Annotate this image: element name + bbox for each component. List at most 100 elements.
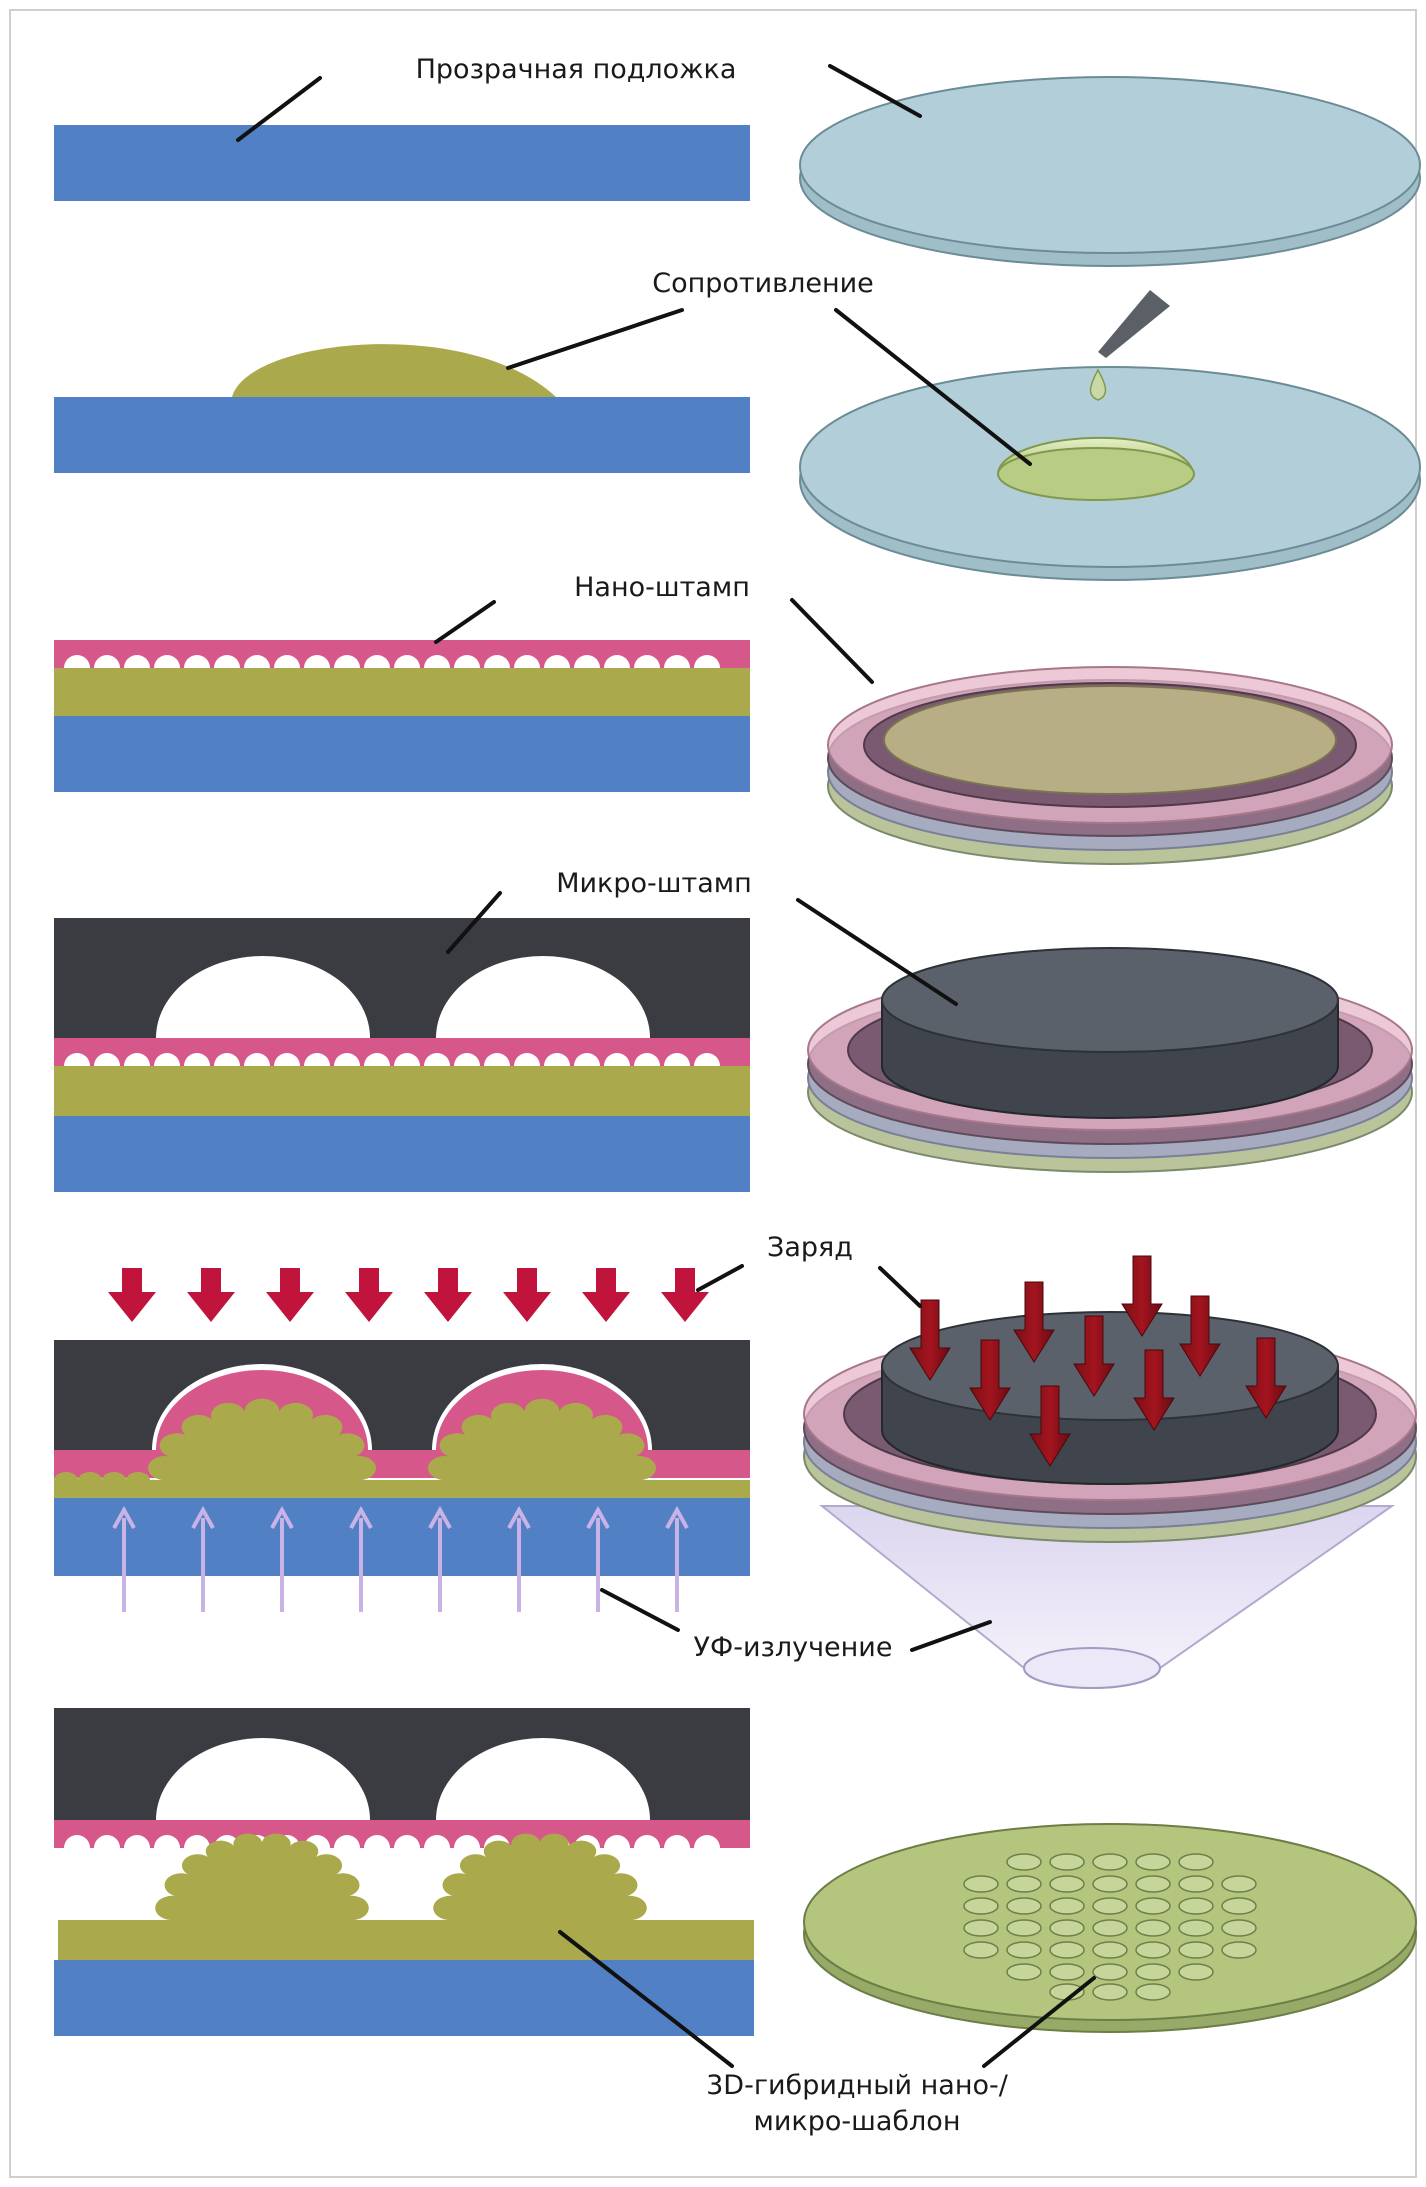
nano-cavity (334, 1053, 360, 1066)
nano-cavity (484, 655, 510, 668)
nano-cavity (364, 1053, 390, 1066)
dimple (1092, 1875, 1128, 1893)
nano-cavity (274, 655, 300, 668)
charge-arrow (424, 1268, 472, 1322)
uv-arrow-head (191, 1505, 215, 1529)
pipette-icon (1089, 290, 1170, 401)
dimple (1049, 1875, 1085, 1893)
dimple (1178, 1919, 1214, 1937)
charge-leader-line (696, 1264, 744, 1292)
nano-stamp-cavities (64, 655, 720, 668)
dimple (1178, 1897, 1214, 1915)
nano-cavity (94, 1053, 120, 1066)
micro-stamp-leader-line (446, 891, 502, 954)
uv-arrow-head (112, 1505, 136, 1529)
nano-cavity (634, 1835, 660, 1848)
nano-cavity (184, 1053, 210, 1066)
nano-cavity (154, 1835, 180, 1848)
dimple (1135, 1853, 1171, 1871)
nano-cavity (604, 1835, 630, 1848)
dimple (1135, 1897, 1171, 1915)
charge-arrows (108, 1268, 709, 1322)
nano-cavity (394, 655, 420, 668)
nano-cavity (304, 655, 330, 668)
nano-cavity (334, 1835, 360, 1848)
nano-cavity (514, 655, 540, 668)
dimple (1049, 1941, 1085, 1959)
uv-arrow-head (586, 1505, 610, 1529)
nano-cavity (694, 655, 720, 668)
dimple (963, 1897, 999, 1915)
nano-cavity (214, 655, 240, 668)
uv-arrow-head (665, 1505, 689, 1529)
label-micro-stamp: Микро-штамп (556, 868, 752, 899)
row-substrate: Прозрачная подложка (54, 54, 1421, 267)
dimple (963, 1919, 999, 1937)
nano-cavity (154, 655, 180, 668)
dimple (1006, 1919, 1042, 1937)
nano-cavity (694, 1835, 720, 1848)
dimple (1049, 1853, 1085, 1871)
figure-frame (9, 9, 1417, 2178)
nano-cavity (214, 1053, 240, 1066)
dimple (1221, 1941, 1257, 1959)
resist-layer-3 (54, 668, 750, 716)
resist-disk (799, 366, 1421, 581)
nano-cavity (364, 1835, 390, 1848)
uv-arrows (112, 1505, 689, 1612)
row-micro-stamp: Микро-штамп (54, 868, 1413, 1192)
label-result-line1: 3D-гибридный нано-/ (706, 2070, 1009, 2101)
micro-stamp-disk (807, 947, 1413, 1173)
dimple (1092, 1919, 1128, 1937)
nano-cavity (634, 655, 660, 668)
dimple (1135, 1875, 1171, 1893)
nano-cavity (424, 1053, 450, 1066)
dimple (1135, 1941, 1171, 1959)
row-charge-uv: Заряд УФ-излучение (54, 1232, 1417, 1689)
uv-arrow-head (428, 1505, 452, 1529)
dimple (1178, 1853, 1214, 1871)
dimple (1221, 1875, 1257, 1893)
nano-cavity (694, 1053, 720, 1066)
nano-cavity (544, 1053, 570, 1066)
uv-exposure-setup (803, 1255, 1417, 1689)
uv-arrow-head (507, 1505, 531, 1529)
nano-cavity (604, 655, 630, 668)
charge-arrow-3d (909, 1299, 951, 1381)
dimple (963, 1875, 999, 1893)
nano-cavity (184, 655, 210, 668)
dimple (1135, 1963, 1171, 1981)
nano-cavity (364, 655, 390, 668)
resist-filled-5 (54, 1398, 750, 1498)
dimple (1221, 1897, 1257, 1915)
nano-cavity (334, 655, 360, 668)
nano-cavity (574, 655, 600, 668)
charge-arrow (503, 1268, 551, 1322)
substrate-disk-leader-line (828, 64, 922, 118)
charge-arrow-3d (1179, 1295, 1221, 1377)
row-result: 3D-гибридный нано-/ микро-шаблон (54, 1708, 1417, 2137)
result-leader-line (558, 1930, 734, 2068)
nano-cavity (454, 655, 480, 668)
nano-cavity (664, 1835, 690, 1848)
charge-arrow-3d (1133, 1349, 1175, 1431)
nano-cavity (484, 1053, 510, 1066)
nano-cavity (274, 1053, 300, 1066)
dimple (1006, 1963, 1042, 1981)
dimple (1006, 1853, 1042, 1871)
substrate-leader-line (236, 76, 322, 142)
hybrid-pattern-resist (58, 1833, 754, 1960)
dimple (1092, 1963, 1128, 1981)
nano-cavity (634, 1053, 660, 1066)
substrate-disk (799, 76, 1421, 267)
micro-stamp-disk-leader-line (796, 898, 958, 1006)
charge-arrow (108, 1268, 156, 1322)
nano-cavity (94, 655, 120, 668)
nano-cavity (604, 1053, 630, 1066)
micro-cavity-1 (156, 956, 370, 1038)
micro-cavity-sep-2 (436, 1738, 650, 1820)
nano-stamp-leader-line (434, 600, 496, 644)
nano-stamp-disk-leader-line (790, 598, 874, 684)
charge-arrow-3d (1073, 1315, 1115, 1397)
resist-leader-line (506, 308, 684, 370)
